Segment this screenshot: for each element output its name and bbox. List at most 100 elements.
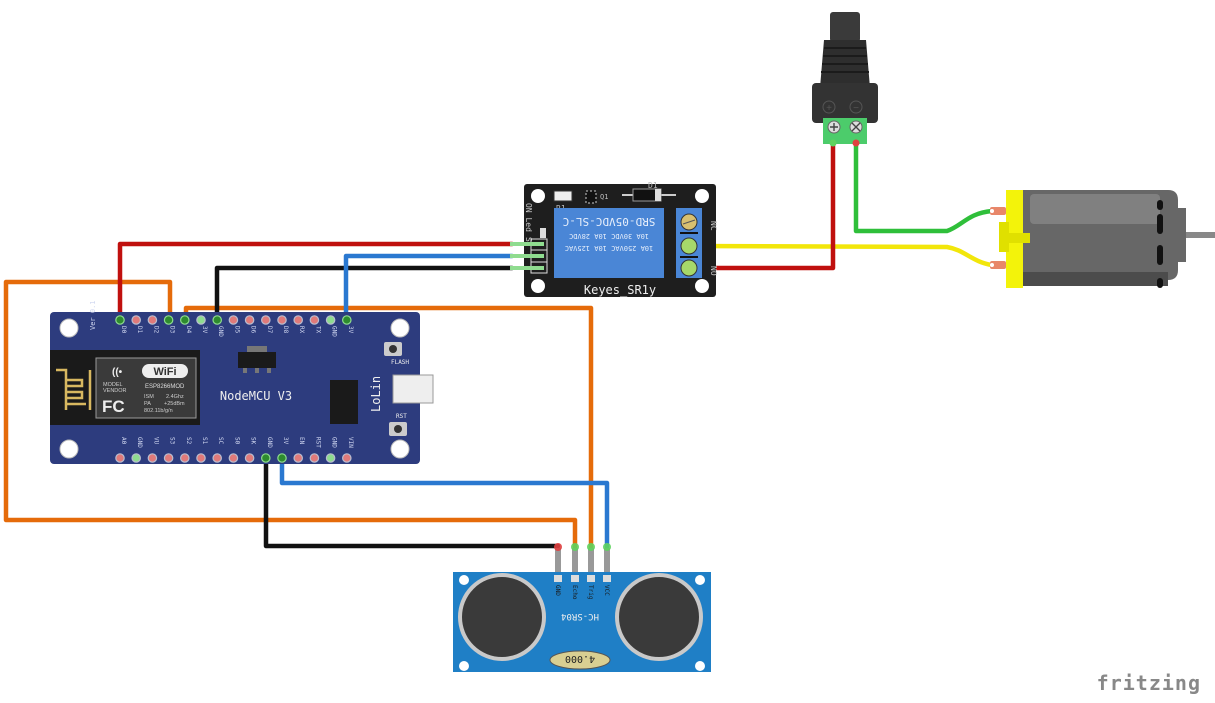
top-pin-label: D4 — [185, 326, 192, 334]
board-version: Ver 0.1 — [89, 300, 97, 330]
bottom-pin-rst[interactable] — [309, 453, 320, 463]
bottom-pin-label: S1 — [201, 437, 208, 445]
sensor-pin-label-trig: Trig — [587, 585, 594, 600]
top-pin-3v[interactable] — [196, 315, 206, 325]
bottom-pin-label: VU — [152, 437, 159, 445]
top-pin-label: GND — [331, 326, 338, 337]
bottom-pin-sc[interactable] — [212, 453, 222, 463]
bottom-pin-a0[interactable] — [115, 453, 125, 463]
top-pin-label: TX — [314, 326, 321, 334]
bottom-pin-3v[interactable] — [277, 453, 287, 463]
ism-label: ISM — [144, 394, 154, 400]
top-pin-label: 3V — [347, 326, 354, 334]
fc-logo: FC — [102, 397, 125, 416]
top-pin-gnd[interactable] — [325, 315, 336, 325]
nc-label: NC — [709, 221, 718, 231]
top-pin-label: D0 — [120, 326, 127, 334]
q1-label: Q1 — [600, 193, 608, 201]
voltage-regulator — [238, 352, 276, 368]
connection-points — [554, 139, 860, 551]
top-pin-d2[interactable] — [147, 315, 158, 325]
top-pin-label: D1 — [136, 326, 143, 334]
screw-com — [680, 237, 698, 255]
top-pin-d6[interactable] — [244, 315, 255, 325]
dc-barrel-jack[interactable]: + − — [812, 12, 878, 144]
bottom-pin-label: SK — [250, 437, 257, 445]
plus-label: + — [826, 103, 832, 114]
bottom-pin-label: A0 — [120, 437, 127, 445]
bottom-pin-s2[interactable] — [180, 453, 190, 463]
wire-blue-vcc[interactable] — [343, 253, 515, 321]
bottom-pin-vin[interactable] — [341, 453, 352, 463]
top-pin-d8[interactable] — [277, 315, 287, 325]
relay-module[interactable]: R1 Q1 D1 SRD-05VDC-SL-C 10A 30VDC 10A 28… — [510, 181, 718, 297]
wire-black-gnd[interactable] — [214, 265, 515, 321]
bottom-pin-s0[interactable] — [228, 453, 239, 463]
wifi-logo-icon: ((• — [112, 367, 123, 378]
crystal-label: 4.000 — [565, 653, 595, 664]
bottom-pin-gnd[interactable] — [260, 453, 271, 463]
relay-model: SRD-05VDC-SL-C — [563, 215, 656, 228]
motor-terminal-2 — [990, 261, 1006, 269]
top-pin-label: RX — [298, 326, 305, 334]
minus-label: − — [853, 103, 859, 114]
led-indicator — [540, 228, 546, 238]
top-pin-d5[interactable] — [228, 315, 239, 325]
top-pin-rx[interactable] — [293, 315, 303, 325]
bottom-pin-s3[interactable] — [163, 453, 174, 463]
no-label: NO — [709, 266, 718, 276]
pa-value: +25dBm — [164, 401, 185, 407]
transducer-left — [458, 573, 546, 661]
wire-green-motor[interactable] — [853, 140, 995, 234]
bottom-pin-label: RST — [314, 437, 321, 448]
pa-label: PA — [144, 401, 151, 407]
top-pin-label: 3V — [201, 326, 208, 334]
top-pin-d3[interactable] — [163, 315, 174, 325]
top-pin-label: D7 — [266, 326, 273, 334]
relay-coil-box — [554, 208, 664, 278]
bottom-pin-gnd[interactable] — [131, 453, 141, 463]
bottom-pin-gnd[interactable] — [325, 453, 336, 463]
bottom-pin-en[interactable] — [293, 453, 303, 463]
transistor-q1 — [585, 190, 597, 204]
top-pin-d1[interactable] — [131, 315, 141, 325]
sensor-pin-label-gnd: GND — [554, 585, 561, 596]
top-pin-gnd[interactable] — [212, 315, 222, 325]
wire-black-sensor-gnd[interactable] — [263, 455, 561, 549]
bottom-pin-label: GND — [331, 437, 338, 448]
bottom-pin-label: GND — [136, 437, 143, 448]
micro-usb-port[interactable] — [392, 374, 434, 404]
top-pin-3v[interactable] — [341, 315, 352, 325]
wire-blue-sensor-vcc[interactable] — [279, 455, 610, 550]
top-pin-d7[interactable] — [260, 315, 271, 325]
wire-orange-echo[interactable] — [3, 279, 578, 550]
sensor-name: HC-SR04 — [561, 611, 599, 621]
top-pin-label: D3 — [169, 326, 176, 334]
module-chip-label: ESP8266MOD — [145, 384, 185, 390]
dc-motor[interactable] — [990, 190, 1215, 288]
top-pin-d4[interactable] — [180, 315, 190, 325]
lolin-label: LoLin — [369, 376, 383, 412]
top-pin-label: D2 — [152, 326, 159, 334]
top-pin-label: GND — [217, 326, 224, 337]
wire-red-power[interactable] — [685, 140, 836, 271]
top-pin-tx[interactable] — [309, 315, 320, 325]
sensor-pin-label-echo: Echo — [571, 585, 578, 600]
module-vendor-label: VENDOR — [103, 388, 127, 394]
bottom-pin-sk[interactable] — [244, 453, 255, 463]
std-label: 802.11b/g/n — [144, 408, 173, 414]
motor-terminal-1 — [990, 207, 1006, 215]
usb-serial-chip — [330, 380, 358, 424]
wire-yellow-motor[interactable] — [685, 243, 995, 268]
wire-red-signal[interactable] — [117, 241, 515, 321]
relay-name: Keyes_SR1y — [584, 283, 656, 297]
bottom-pin-label: 3V — [282, 437, 289, 445]
top-pin-d0[interactable] — [115, 315, 125, 325]
bottom-pin-s1[interactable] — [196, 453, 206, 463]
bottom-pin-vu[interactable] — [147, 453, 158, 463]
bottom-pin-label: S3 — [169, 437, 176, 445]
